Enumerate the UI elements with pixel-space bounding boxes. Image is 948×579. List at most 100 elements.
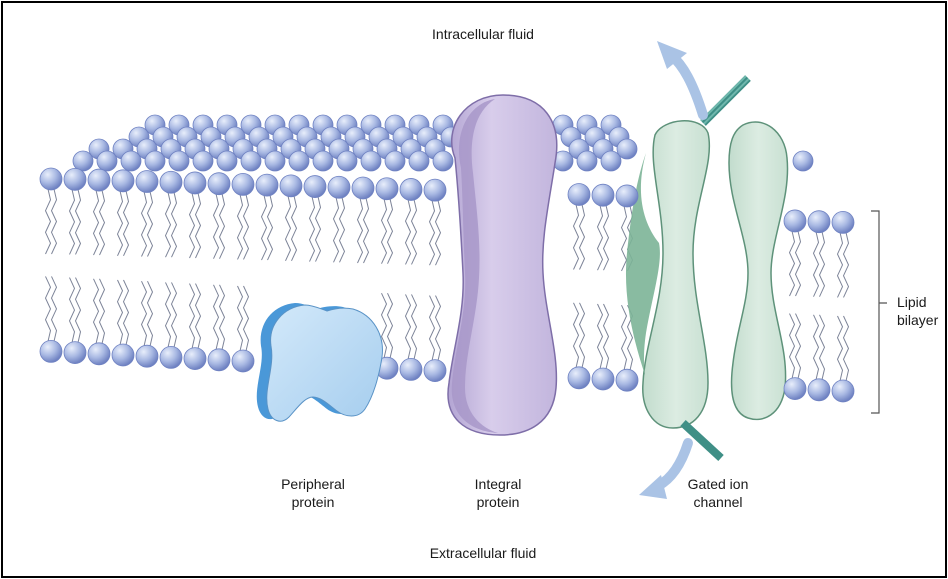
phospholipid-head xyxy=(169,151,189,171)
lipid-tail xyxy=(574,204,579,269)
phospholipid-head xyxy=(577,151,597,171)
phospholipid-head xyxy=(304,176,326,198)
lipid-tail xyxy=(430,200,435,265)
lipid-tail xyxy=(94,279,99,344)
lipid-tail xyxy=(622,305,627,370)
lipid-tail xyxy=(412,199,417,264)
lipid-tail xyxy=(604,205,609,270)
lipid-tail xyxy=(244,286,249,351)
lipid-tail xyxy=(838,316,843,381)
phospholipid-head xyxy=(208,173,230,195)
phospholipid-head xyxy=(184,172,206,194)
phospholipid-head xyxy=(112,170,134,192)
peripheral-protein-label-line1: Peripheral xyxy=(258,475,368,493)
channel-gate-top xyxy=(703,78,748,123)
phospholipid-head xyxy=(352,177,374,199)
gated-ion-channel-label: Gated ion channel xyxy=(663,475,773,511)
phospholipid-head xyxy=(280,175,302,197)
lipid-tail xyxy=(52,189,57,254)
phospholipid-head xyxy=(832,211,854,233)
lipid-tail xyxy=(196,193,201,258)
lipid-tail xyxy=(118,191,123,256)
integral-protein-label-line2: protein xyxy=(443,493,553,511)
phospholipid-head xyxy=(376,178,398,200)
phospholipid-head xyxy=(193,151,213,171)
lipid-tail xyxy=(100,279,105,344)
lipid-tail xyxy=(238,286,243,351)
lipid-tail xyxy=(196,284,201,349)
lipid-tail xyxy=(70,189,75,254)
lipid-tail xyxy=(94,190,99,255)
phospholipid-head xyxy=(160,171,182,193)
gated-ion-channel-label-line1: Gated ion xyxy=(663,475,773,493)
phospholipid-head xyxy=(40,340,62,362)
lipid-bilayer-label-line1: Lipid xyxy=(897,293,945,311)
phospholipid-head xyxy=(265,151,285,171)
phospholipid-head xyxy=(73,151,93,171)
lipid-tail xyxy=(238,194,243,259)
lipid-tail xyxy=(598,205,603,270)
lipid-tail xyxy=(142,281,147,346)
phospholipid-head xyxy=(592,184,614,206)
phospholipid-head xyxy=(256,174,278,196)
phospholipid-head xyxy=(616,185,638,207)
lipid-tail xyxy=(148,192,153,257)
lipid-tail xyxy=(220,194,225,259)
lipid-tail xyxy=(388,199,393,264)
phospholipid-head xyxy=(385,151,405,171)
lipid-bilayer-label-line2: bilayer xyxy=(897,311,945,329)
phospholipid-head xyxy=(361,151,381,171)
lipid-tail xyxy=(814,315,819,380)
lipid-tail xyxy=(100,190,105,255)
lipid-tail xyxy=(340,197,345,262)
lipid-tail xyxy=(76,189,81,254)
lipid-tail xyxy=(214,194,219,259)
phospholipid-head xyxy=(793,151,813,171)
lipid-bilayer-bracket xyxy=(871,211,887,413)
lipid-tail xyxy=(190,193,195,258)
lipid-tail xyxy=(292,196,297,261)
lipid-tail xyxy=(820,315,825,380)
integral-protein xyxy=(448,95,557,435)
phospholipid-head xyxy=(208,349,230,371)
phospholipid-head xyxy=(832,380,854,402)
lipid-tail xyxy=(814,232,819,297)
lipid-tail xyxy=(262,195,267,260)
phospholipid-head xyxy=(64,342,86,364)
lipid-tail xyxy=(790,314,795,379)
lipid-tail xyxy=(268,195,273,260)
peripheral-protein xyxy=(257,303,383,421)
lipid-tail xyxy=(46,189,51,254)
phospholipid-head xyxy=(784,210,806,232)
lipid-tail xyxy=(358,198,363,263)
phospholipid-head xyxy=(121,151,141,171)
lipid-tail xyxy=(172,192,177,257)
lipid-tail xyxy=(76,278,81,343)
lipid-tail xyxy=(580,303,585,368)
lipid-tail xyxy=(142,192,147,257)
lipid-tail xyxy=(148,281,153,346)
lipid-tail xyxy=(436,200,441,265)
lipid-tail xyxy=(430,296,435,361)
phospholipid-head xyxy=(40,168,62,190)
lipid-tail xyxy=(244,194,249,259)
lipid-tail xyxy=(46,276,51,341)
lipid-tail xyxy=(124,191,129,256)
lipid-tail xyxy=(604,304,609,369)
phospholipid-head xyxy=(424,360,446,382)
lipid-tail xyxy=(124,280,129,345)
lipid-tail xyxy=(310,197,315,262)
gated-ion-channel xyxy=(626,78,788,458)
lipid-tail xyxy=(580,204,585,269)
phospholipid-head xyxy=(400,358,422,380)
lipid-tail xyxy=(406,199,411,264)
lipid-tail xyxy=(838,232,843,297)
lipid-tail xyxy=(796,231,801,296)
peripheral-protein-label: Peripheral protein xyxy=(258,475,368,511)
phospholipid-head xyxy=(409,151,429,171)
phospholipid-head xyxy=(184,348,206,370)
phospholipid-head xyxy=(136,345,158,367)
lipid-tail xyxy=(334,197,339,262)
lipid-tail xyxy=(70,278,75,343)
